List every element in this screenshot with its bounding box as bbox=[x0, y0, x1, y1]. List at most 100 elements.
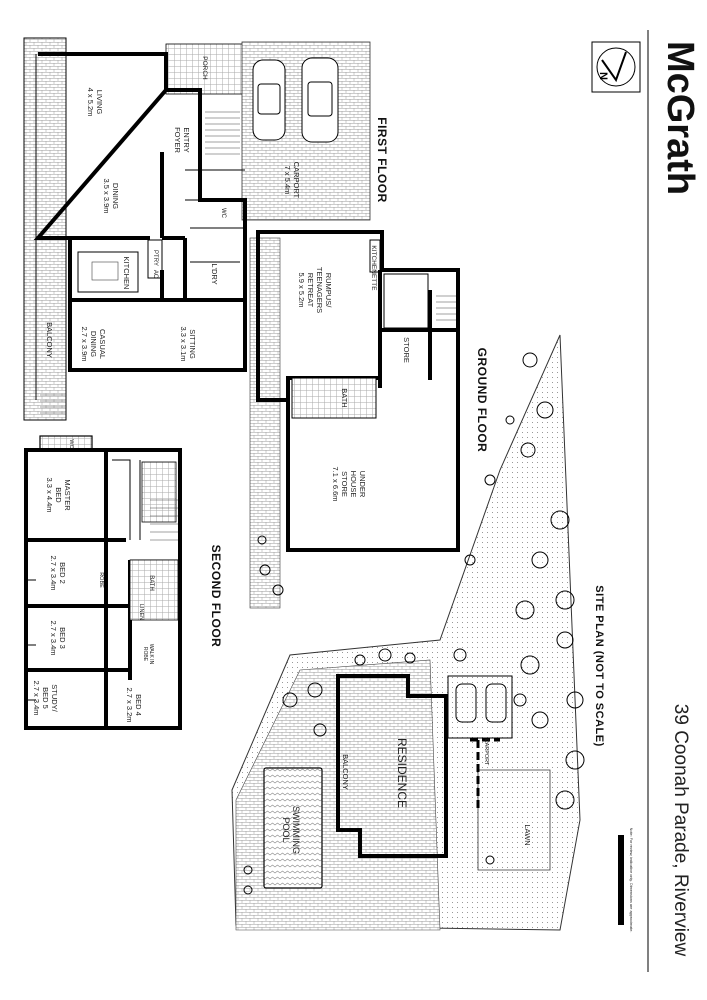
svg-text:BED 3: BED 3 bbox=[58, 627, 67, 649]
svg-text:2.7 x 3.4m: 2.7 x 3.4m bbox=[49, 555, 58, 590]
svg-text:RESIDENCE: RESIDENCE bbox=[395, 738, 409, 808]
room-rumpus: RUMPUS/ TEENAGERS RETREAT 5.9 x 5.2m bbox=[297, 267, 333, 313]
site-plan bbox=[231, 334, 585, 931]
label-balcony: BALCONY bbox=[45, 322, 54, 358]
label-linen: LINEN bbox=[138, 604, 144, 620]
property-address: 39 Coonah Parade, Riverview bbox=[670, 704, 691, 957]
svg-text:BALCONY: BALCONY bbox=[45, 322, 54, 358]
svg-text:Note: For review, indicative o: Note: For review, indicative only. Dimen… bbox=[629, 828, 633, 933]
svg-text:7.1 x 6.6m: 7.1 x 6.6m bbox=[331, 466, 340, 501]
room-kitchen: KITCHEN bbox=[122, 257, 131, 290]
svg-text:FOYER: FOYER bbox=[173, 127, 182, 153]
label-wc-second: WC bbox=[68, 439, 74, 448]
svg-text:ROBE: ROBE bbox=[98, 572, 104, 588]
svg-text:L'DRY: L'DRY bbox=[210, 263, 219, 284]
svg-text:DINING: DINING bbox=[111, 183, 120, 209]
brand-logo: McGrath bbox=[659, 41, 701, 195]
svg-text:McGrath: McGrath bbox=[659, 41, 701, 195]
room-sitting: SITTING 3.3 x 3.1m bbox=[179, 326, 197, 361]
room-bed-4: BED 4 2.7 x 3.2m bbox=[125, 687, 143, 722]
svg-text:2.7 x 3.4m: 2.7 x 3.4m bbox=[49, 620, 58, 655]
label-swimming-pool: SWIMMING POOL bbox=[281, 806, 301, 854]
title-site-plan: SITE PLAN (NOT TO SCALE) bbox=[593, 585, 605, 747]
svg-text:3.3 x 4.4m: 3.3 x 4.4m bbox=[45, 477, 54, 512]
room-study-bed-5: STUDY/ BED 5 2.7 x 3.4m bbox=[32, 680, 59, 715]
room-casual-dining: CASUAL DINING 2.7 x 3.9m bbox=[80, 326, 107, 361]
room-carport: CARPORT 7 x 5.4m bbox=[283, 162, 301, 199]
label-residence: RESIDENCE bbox=[395, 738, 409, 808]
svg-text:4 x 5.2m: 4 x 5.2m bbox=[86, 88, 95, 117]
room-pantry: PTRY bbox=[152, 250, 158, 266]
svg-text:WC: WC bbox=[220, 208, 226, 219]
room-bed-3: BED 3 2.7 x 3.4m bbox=[49, 620, 67, 655]
label-porch: PORCH bbox=[201, 56, 208, 80]
title-second-floor: SECOND FLOOR bbox=[209, 545, 223, 648]
svg-text:MASTER: MASTER bbox=[63, 479, 72, 511]
ground-floor-plan bbox=[249, 230, 460, 609]
room-wc: WC bbox=[220, 208, 226, 219]
svg-text:BED 4: BED 4 bbox=[134, 694, 143, 716]
room-living: LIVING 4 x 5.2m bbox=[86, 88, 104, 117]
label-site-carport: CARPORT bbox=[483, 739, 489, 766]
svg-text:FIRST FLOOR: FIRST FLOOR bbox=[375, 117, 389, 203]
svg-text:KITCHEN: KITCHEN bbox=[122, 257, 131, 290]
svg-text:BED 2: BED 2 bbox=[58, 562, 67, 584]
room-entry-foyer: ENTRY FOYER bbox=[173, 127, 191, 153]
svg-text:CASUAL: CASUAL bbox=[98, 329, 107, 359]
svg-text:DINING: DINING bbox=[89, 331, 98, 357]
svg-text:BED: BED bbox=[54, 487, 63, 503]
room-laundry: L'DRY bbox=[210, 263, 219, 284]
title-ground-floor: GROUND FLOOR bbox=[475, 348, 489, 453]
north-arrow-icon: N bbox=[591, 41, 641, 93]
svg-text:UNDER: UNDER bbox=[358, 471, 367, 498]
room-master-bed: MASTER BED 3.3 x 4.4m bbox=[45, 477, 72, 512]
svg-text:LAWN: LAWN bbox=[523, 824, 532, 845]
room-kitchenette: KITCHENETTE bbox=[370, 245, 377, 291]
svg-text:AC: AC bbox=[152, 270, 158, 279]
second-floor-plan bbox=[24, 435, 182, 730]
svg-text:HOUSE: HOUSE bbox=[349, 471, 358, 498]
room-ac: AC bbox=[152, 270, 158, 279]
svg-text:RUMPUS/: RUMPUS/ bbox=[324, 273, 333, 309]
svg-text:PORCH: PORCH bbox=[201, 56, 208, 80]
swimming-pool bbox=[263, 767, 323, 889]
svg-text:BATH: BATH bbox=[148, 575, 154, 591]
disclaimer: Note: For review, indicative only. Dimen… bbox=[629, 828, 633, 933]
svg-text:5.9 x 5.2m: 5.9 x 5.2m bbox=[297, 272, 306, 307]
svg-text:LIVING: LIVING bbox=[95, 90, 104, 115]
room-dining: DINING 3.5 x 3.9m bbox=[102, 178, 120, 213]
svg-text:PTRY: PTRY bbox=[152, 250, 158, 266]
svg-text:ROBE: ROBE bbox=[142, 647, 148, 662]
svg-text:2.7 x 3.2m: 2.7 x 3.2m bbox=[125, 687, 134, 722]
svg-text:SECOND FLOOR: SECOND FLOOR bbox=[209, 545, 223, 648]
svg-text:CARPORT: CARPORT bbox=[483, 739, 489, 766]
svg-text:WALK IN: WALK IN bbox=[148, 644, 154, 665]
label-walk-in-robe: WALK IN ROBE bbox=[142, 644, 154, 665]
svg-text:2.7 x 3.9m: 2.7 x 3.9m bbox=[80, 326, 89, 361]
svg-text:CARPORT: CARPORT bbox=[292, 162, 301, 199]
car-icon bbox=[252, 57, 339, 143]
svg-text:SITTING: SITTING bbox=[188, 329, 197, 359]
svg-text:LINEN: LINEN bbox=[138, 604, 144, 620]
svg-text:GROUND FLOOR: GROUND FLOOR bbox=[475, 348, 489, 453]
svg-text:2.7 x 3.4m: 2.7 x 3.4m bbox=[32, 680, 41, 715]
svg-text:7 x 5.4m: 7 x 5.4m bbox=[283, 166, 292, 195]
room-store: STORE bbox=[402, 337, 411, 363]
svg-text:BALCONY: BALCONY bbox=[341, 754, 350, 790]
svg-text:KITCHENETTE: KITCHENETTE bbox=[370, 245, 377, 291]
label-robe: ROBE bbox=[98, 572, 104, 588]
label-bath-second: BATH bbox=[148, 575, 154, 591]
svg-text:STUDY/: STUDY/ bbox=[50, 684, 59, 712]
svg-text:STORE: STORE bbox=[340, 471, 349, 497]
title-first-floor: FIRST FLOOR bbox=[375, 117, 389, 203]
svg-text:BED 5: BED 5 bbox=[41, 687, 50, 709]
svg-text:3.5 x 3.9m: 3.5 x 3.9m bbox=[102, 178, 111, 213]
room-under-house-store: UNDER HOUSE STORE 7.1 x 6.6m bbox=[331, 466, 367, 501]
svg-text:N: N bbox=[597, 72, 609, 80]
svg-text:ENTRY: ENTRY bbox=[182, 127, 191, 152]
room-bath: BATH bbox=[340, 388, 349, 407]
svg-text:STORE: STORE bbox=[402, 337, 411, 363]
svg-text:RETREAT: RETREAT bbox=[306, 273, 315, 308]
svg-text:SWIMMING: SWIMMING bbox=[291, 806, 301, 854]
